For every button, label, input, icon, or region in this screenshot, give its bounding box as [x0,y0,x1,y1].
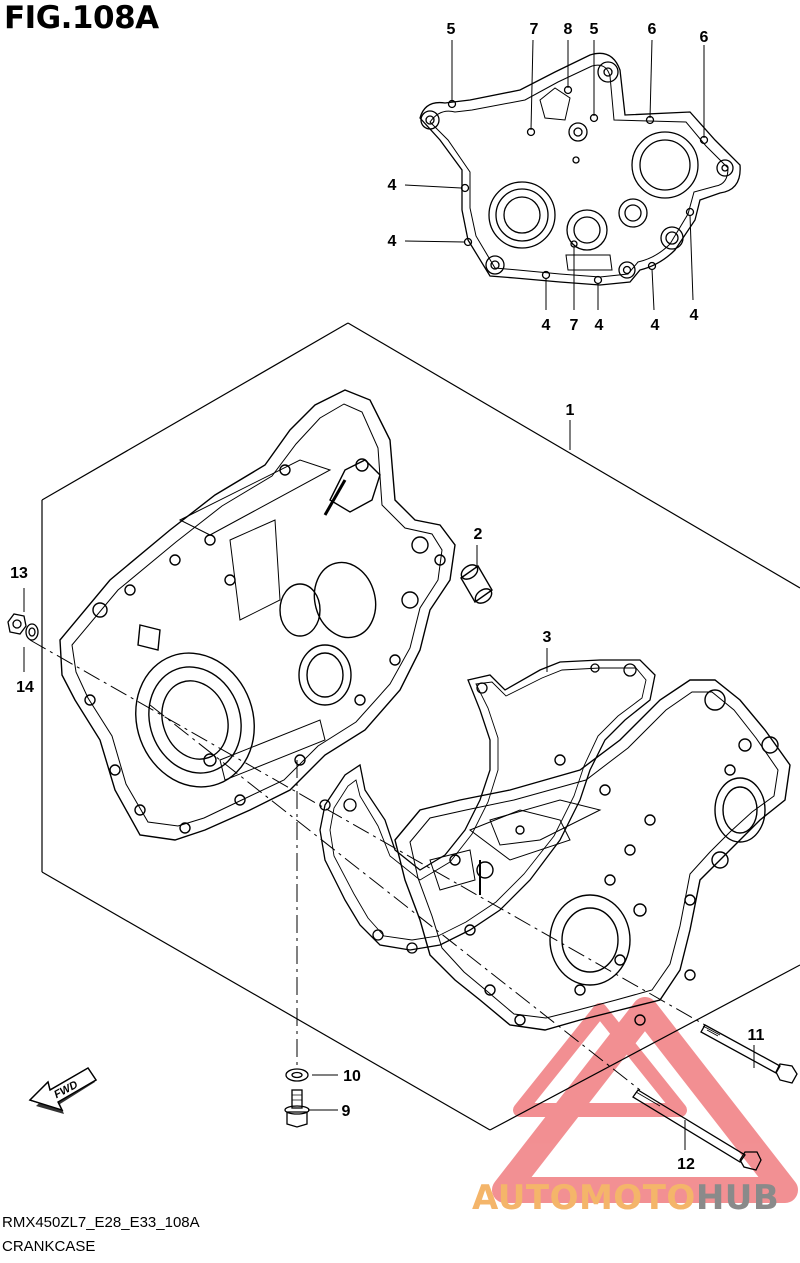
callout-7: 7 [530,21,539,38]
watermark-triangle [492,997,798,1203]
callout-1: 1 [566,402,575,419]
callout-4: 4 [595,317,604,334]
callout-5: 5 [590,21,599,38]
callout-labels: 5 7 8 5 6 6 4 4 4 7 4 4 4 1 2 3 13 14 10… [10,21,764,1173]
face-view-leader-lines [404,39,705,311]
callout-6: 6 [648,21,657,38]
callout-4: 4 [690,307,699,324]
dowel-pin [460,564,493,604]
callout-4: 4 [651,317,660,334]
watermark-text-hub: HUB [695,1178,780,1218]
callout-10: 10 [343,1068,361,1085]
watermark-logo: AUTOMOTOHUB [472,1178,779,1218]
callout-5: 5 [447,21,456,38]
diagram-code: RMX450ZL7_E28_E33_108A [2,1214,200,1231]
callout-4: 4 [388,177,397,194]
long-bolts [632,1024,798,1171]
nut-and-washer [7,613,39,641]
callout-14: 14 [16,679,34,696]
callout-2: 2 [474,526,483,543]
callout-6: 6 [700,29,709,46]
watermark-text-automoto: AUTOMOTO [472,1178,696,1218]
callout-12: 12 [677,1156,695,1173]
left-crankcase-half [59,389,456,841]
callout-7: 7 [570,317,579,334]
figure-title: FIG.108A [4,0,159,36]
callout-11: 11 [748,1027,765,1044]
right-crankcase-half [394,679,791,1031]
callout-4: 4 [388,233,397,250]
callout-9: 9 [342,1103,351,1120]
fwd-direction-arrow: FWD [28,1067,97,1114]
main-leader-lines [23,420,755,1150]
crankcase-face-view [419,52,741,286]
callout-13: 13 [10,565,28,582]
crankcase-gasket [319,659,656,954]
callout-4: 4 [542,317,551,334]
diagram-name: CRANKCASE [2,1238,96,1255]
exploded-view-frame [41,322,800,1131]
assembly-centerlines [29,639,706,1091]
callout-8: 8 [564,21,573,38]
callout-3: 3 [543,629,552,646]
flange-bolt-and-washer [284,1068,310,1128]
